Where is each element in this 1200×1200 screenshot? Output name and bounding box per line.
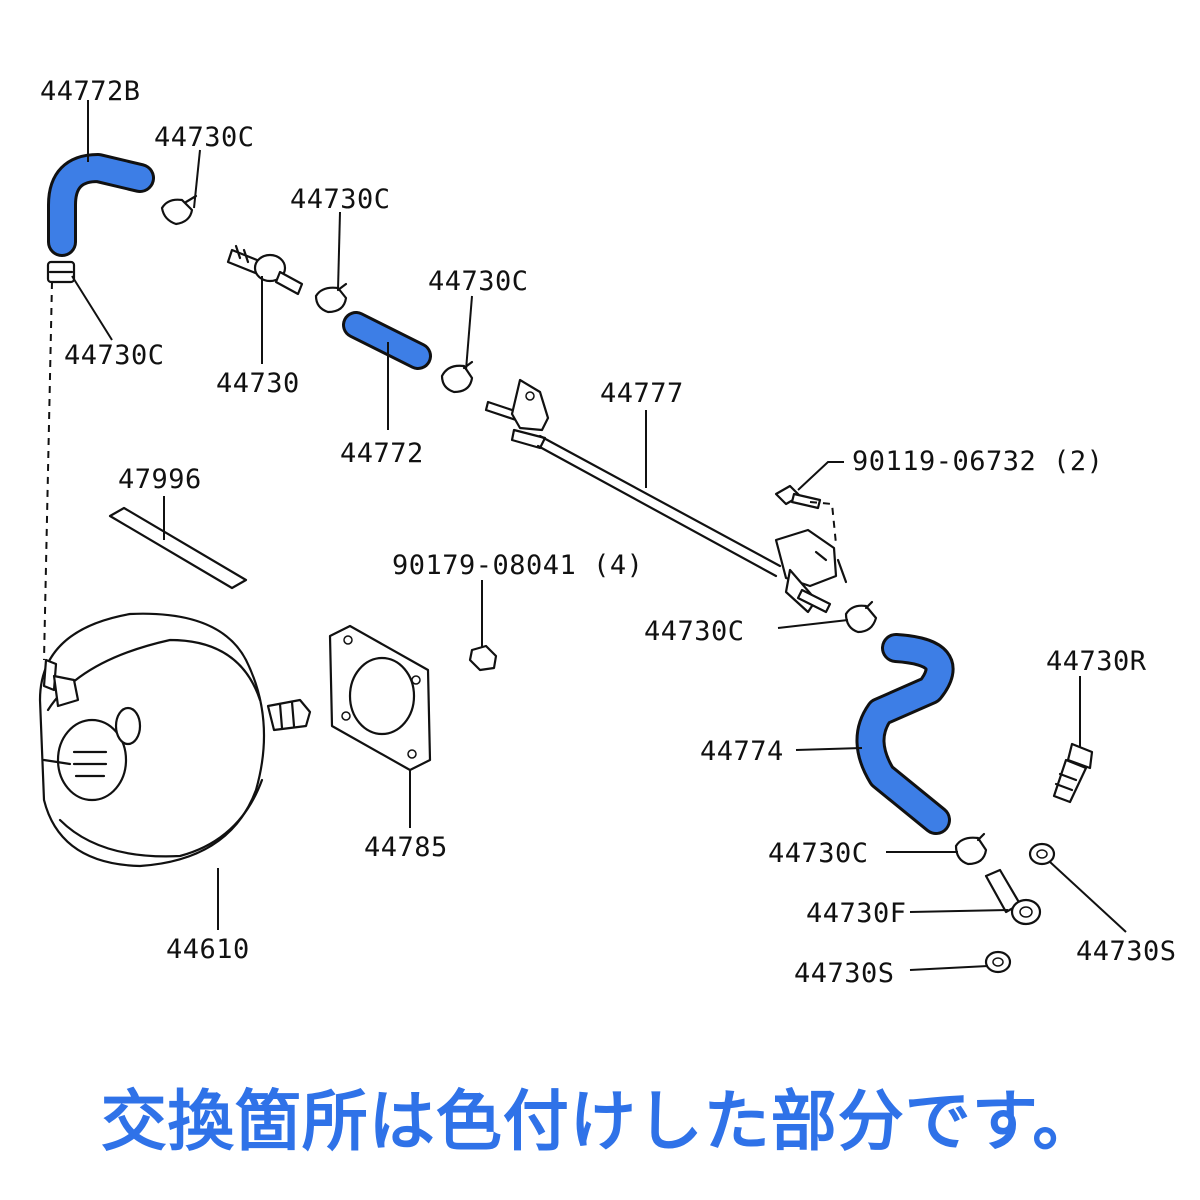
label-44774: 44774 <box>700 736 784 767</box>
label-44730: 44730 <box>216 368 300 399</box>
leader-44730F <box>909 909 1009 913</box>
label-44785: 44785 <box>364 832 448 863</box>
leader-44730C-3 <box>465 295 473 371</box>
leader-90119 <box>797 461 844 491</box>
leader-44730S-right <box>1049 861 1127 933</box>
bolt-90119 <box>774 484 837 545</box>
leader-44730C-2 <box>337 211 341 291</box>
hose-44774 <box>855 633 955 835</box>
label-44730R: 44730R <box>1046 646 1147 677</box>
hose-44772 <box>342 311 432 370</box>
label-44772: 44772 <box>340 438 424 469</box>
label-47996: 47996 <box>118 464 202 495</box>
label-44730C-1: 44730C <box>154 122 255 153</box>
clamp-44730C-fifth <box>954 832 988 866</box>
label-44730C-5: 44730C <box>768 838 869 869</box>
leader-44730C-left <box>71 275 113 341</box>
leader-44774 <box>795 747 863 751</box>
hose-44772B <box>47 153 155 257</box>
label-44730C-4: 44730C <box>644 616 745 647</box>
clamp-44730C-third <box>440 360 474 394</box>
label-44730C-2: 44730C <box>290 184 391 215</box>
bolt-44730R <box>1052 742 1094 804</box>
label-44610: 44610 <box>166 934 250 965</box>
leader-44730S-bottom <box>909 965 989 971</box>
pipe-44777 <box>484 378 848 614</box>
label-90179: 90179-08041 (4) <box>392 550 643 581</box>
label-44730S-bottom: 44730S <box>794 958 895 989</box>
label-44772B: 44772B <box>40 76 141 107</box>
clamp-44730C-fourth <box>844 600 878 634</box>
brake-booster-44610 <box>38 281 312 868</box>
label-44730F: 44730F <box>806 898 907 929</box>
leader-44730C-4 <box>777 619 849 629</box>
label-90119: 90119-06732 (2) <box>852 446 1103 477</box>
caption-replacement-note: 交換箇所は色付けした部分です。 <box>100 1083 1100 1160</box>
label-44730C-left: 44730C <box>64 340 165 371</box>
clamp-44730C-top <box>160 194 198 226</box>
washer-44730S-bottom <box>984 950 1012 974</box>
check-valve-44730 <box>226 244 304 296</box>
union-44730F <box>984 868 1042 926</box>
clamp-44730C-second <box>314 282 348 314</box>
gasket-47996 <box>108 506 248 590</box>
label-44730S-right: 44730S <box>1076 936 1177 967</box>
leader-44730C-1 <box>193 149 201 209</box>
clamp-44730C-left <box>46 260 76 284</box>
washer-44730S-right <box>1028 842 1056 866</box>
nut-90179 <box>468 644 498 672</box>
label-44730C-3: 44730C <box>428 266 529 297</box>
gasket-44785 <box>328 624 432 772</box>
label-44777: 44777 <box>600 378 684 409</box>
